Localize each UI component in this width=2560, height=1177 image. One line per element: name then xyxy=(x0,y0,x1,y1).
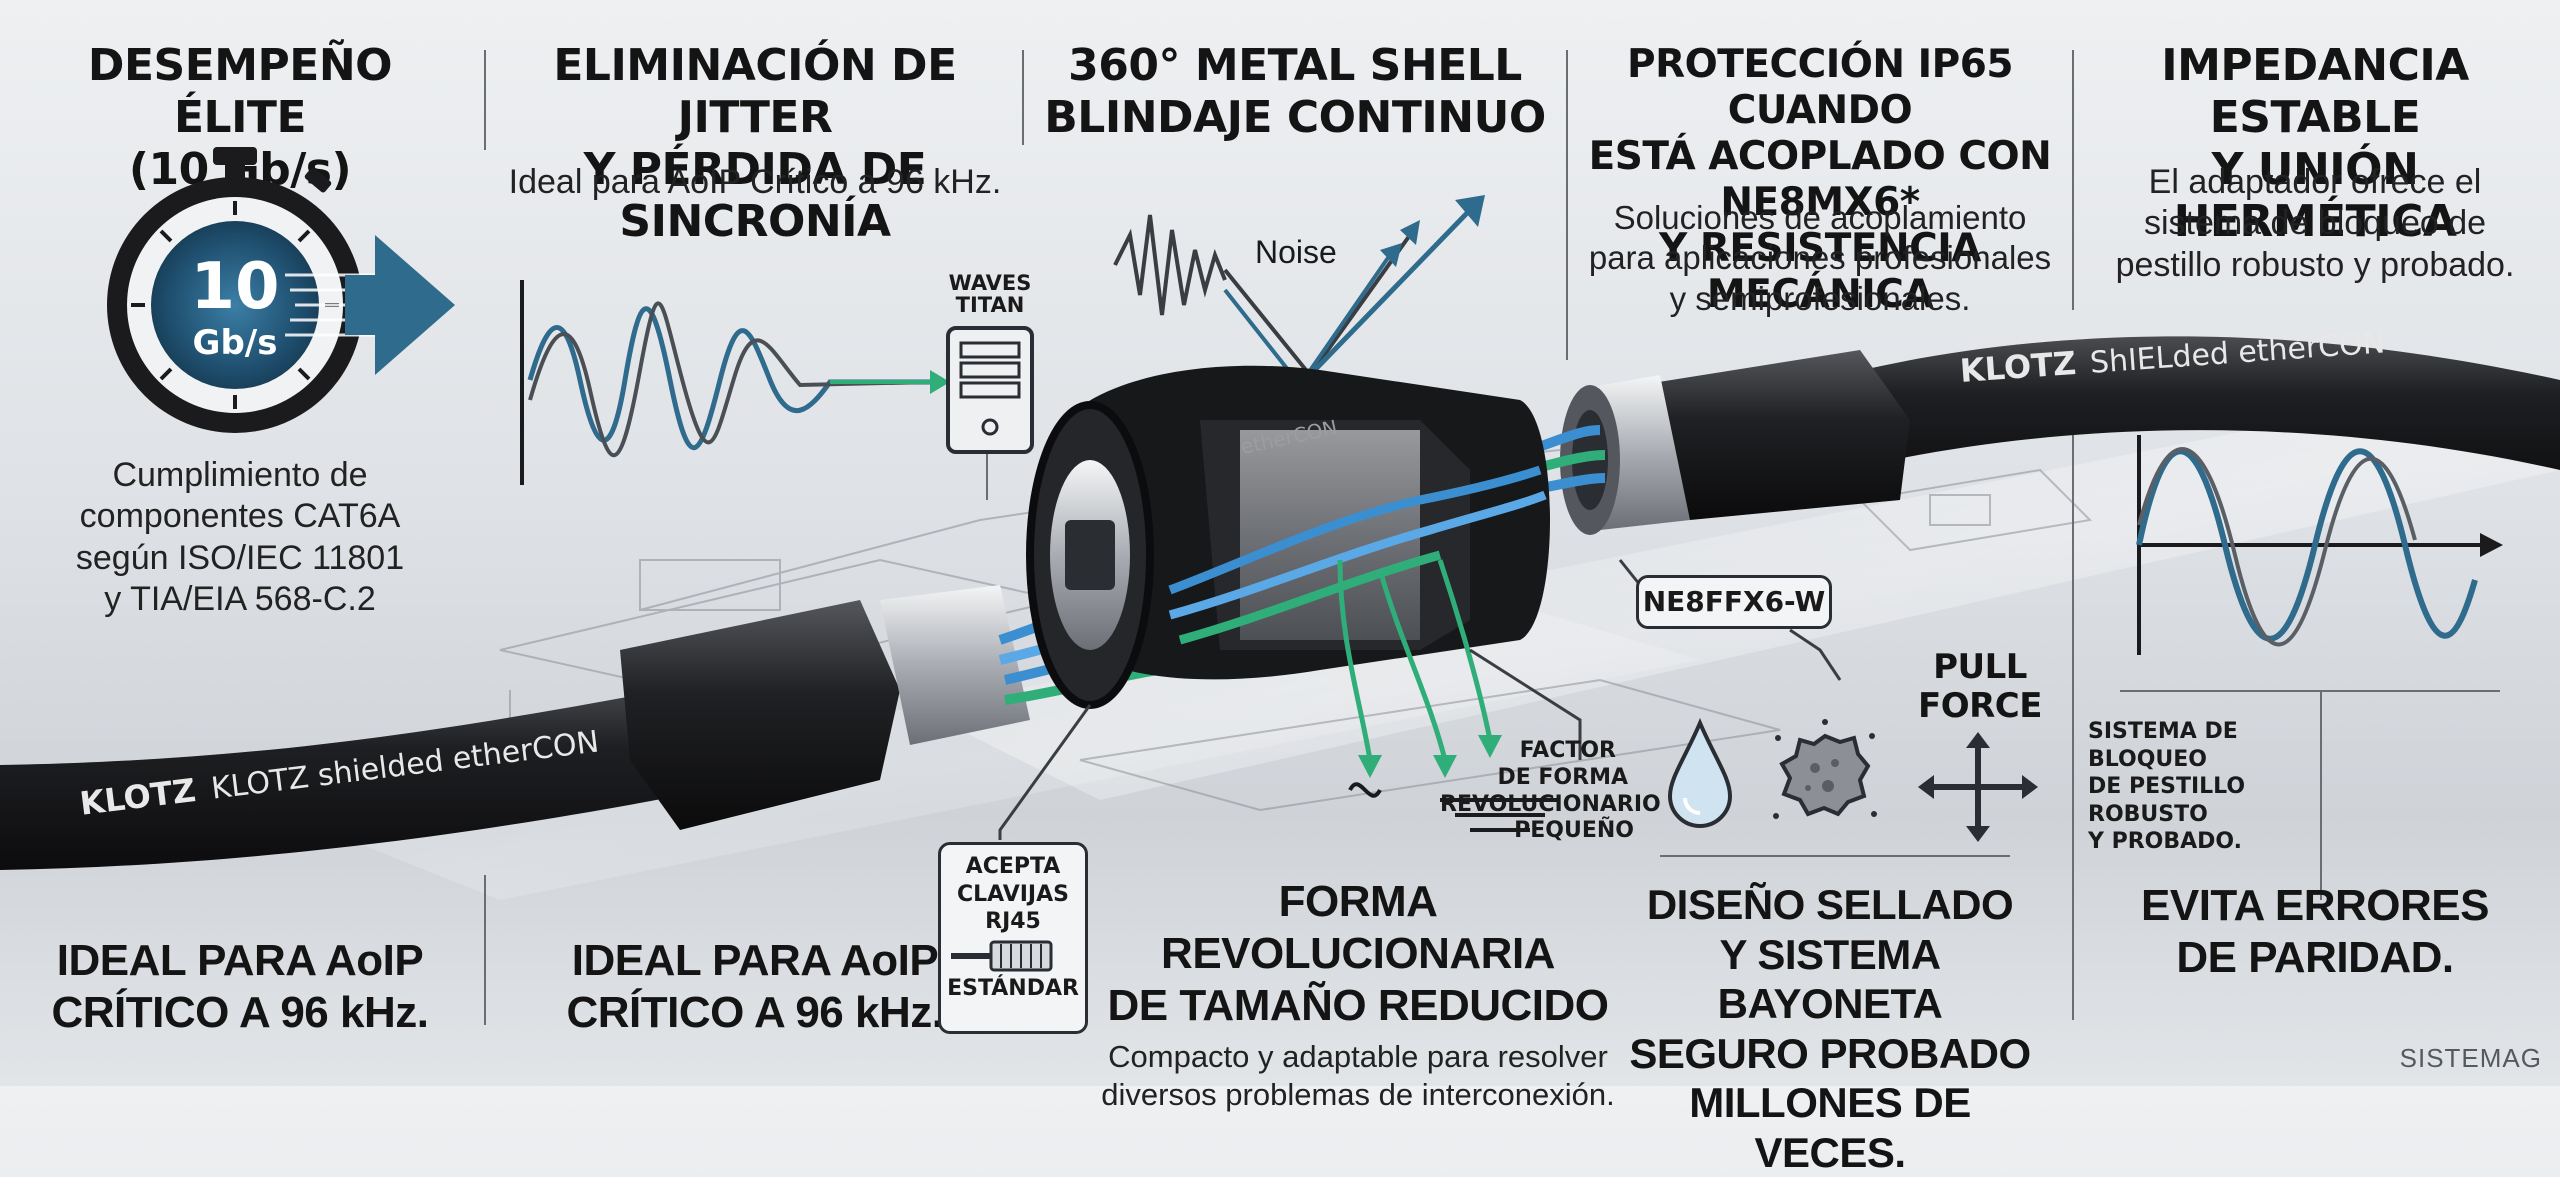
device-label-line1: WAVES xyxy=(948,271,1032,295)
col1-desc-line4: y TIA/EIA 568-C.2 xyxy=(104,580,376,619)
col1-desc-line3: según ISO/IEC 11801 xyxy=(75,538,405,577)
col4-title-line3: Y RESISTENCIA MECÁNICA xyxy=(1659,226,1981,318)
form-title-line1: FORMA REVOLUCIONARIA xyxy=(1161,877,1555,978)
device-label: WAVES TITAN xyxy=(935,272,1045,316)
col2-subtitle: Ideal para AoIP Crítico a 96 kHz. xyxy=(508,163,1002,201)
pull-force-label: PULL FORCE xyxy=(1900,647,2060,727)
factor-line4: PEQUEÑO xyxy=(1514,818,1634,844)
divider xyxy=(2072,50,2074,310)
form-section: FORMA REVOLUCIONARIA DE TAMAÑO REDUCIDO … xyxy=(1098,876,1618,1113)
col5-description: El adaptador ofrece el sistema de bloque… xyxy=(2085,162,2545,286)
col2-bottom-line1: IDEAL PARA AoIP xyxy=(571,936,939,985)
col2-title-line2: Y PÉRDIDA DE SINCRONÍA xyxy=(583,143,927,247)
sealed-line2: Y SISTEMA BAYONETA xyxy=(1717,930,1943,1028)
col5-title-line1: IMPEDANCIA ESTABLE xyxy=(2161,40,2469,143)
col5-title-line2: Y UNIÓN HERMÉTICA xyxy=(2173,143,2457,247)
col2-bottom-title: IDEAL PARA AoIP CRÍTICO A 96 kHz. xyxy=(520,935,990,1039)
col5-bottom-title: EVITA ERRORES DE PARIDAD. xyxy=(2090,880,2540,984)
col4-desc-line1: Soluciones de acoplamiento xyxy=(1613,199,2027,236)
col4-desc-line3: y semiprofesionales. xyxy=(1669,279,1971,317)
col2-title: ELIMINACIÓN DE JITTER Y PÉRDIDA DE SINCR… xyxy=(500,40,1010,248)
col4-title-line2: ESTÁ ACOPLADO CON NE8MX6* xyxy=(1588,134,2052,226)
sealed-line4: MILLONES DE VECES. xyxy=(1689,1079,1971,1176)
model-badge: NE8FFX6-W xyxy=(1636,575,1832,629)
watermark: SISTEMAG xyxy=(2399,1043,2542,1073)
factor-label: FACTOR DE FORMA REVOLUCIONARIO PEQUEÑO xyxy=(1440,738,1661,845)
jitter-waveform xyxy=(520,280,950,485)
col1-title-line1: DESEMPEÑO ÉLITE xyxy=(87,40,393,143)
col1-bottom-line2: CRÍTICO A 96 kHz. xyxy=(51,987,429,1037)
rj45-line2: CLAVIJAS xyxy=(957,881,1069,907)
lock-line1: SISTEMA DE xyxy=(2088,719,2238,744)
lock-line3: DE PESTILLO xyxy=(2088,774,2246,799)
form-desc-line2: diversos problemas de interconexión. xyxy=(1101,1076,1615,1112)
lock-line2: BLOQUEO xyxy=(2088,746,2208,772)
col1-desc-line1: Cumplimiento de xyxy=(112,456,368,494)
divider xyxy=(2320,690,2322,900)
divider xyxy=(1660,855,2010,857)
divider xyxy=(484,875,486,1025)
rj45-line4: ESTÁNDAR xyxy=(947,975,1079,1001)
form-title-line2: DE TAMAÑO REDUCIDO xyxy=(1107,980,1609,1030)
col4-desc-line2: para aplicaciones profesionales xyxy=(1588,239,2052,277)
lock-system-label: SISTEMA DE BLOQUEO DE PESTILLO ROBUSTO Y… xyxy=(2088,718,2288,856)
col1-bottom-title: IDEAL PARA AoIP CRÍTICO A 96 kHz. xyxy=(40,935,440,1039)
col1-desc-line2: componentes CAT6A xyxy=(79,497,401,536)
gauge-unit: Gb/s xyxy=(192,323,278,363)
rj45-line1: ACEPTA xyxy=(965,854,1061,879)
col4-title: PROTECCIÓN IP65 CUANDO ESTÁ ACOPLADO CON… xyxy=(1560,42,2080,318)
divider xyxy=(1566,50,1568,360)
form-desc-line1: Compacto y adaptable para resolver xyxy=(1108,1038,1608,1074)
sealed-title: DISEÑO SELLADO Y SISTEMA BAYONETA SEGURO… xyxy=(1610,880,2050,1177)
col3-title-line2: BLINDAJE CONTINUO xyxy=(1044,91,1546,143)
col5-bottom-line2: DE PARIDAD. xyxy=(2176,932,2454,982)
col5-desc-line1: El adaptador ofrece el xyxy=(2148,163,2482,201)
cable-brand-right: KLOTZ xyxy=(1958,343,2078,390)
col3-title-line1: 360° METAL SHELL xyxy=(1068,40,1522,91)
divider xyxy=(2072,420,2074,1020)
form-description: Compacto y adaptable para resolver diver… xyxy=(1098,1038,1618,1114)
col1-description: Cumplimiento de componentes CAT6A según … xyxy=(40,455,440,621)
move-arrows-icon xyxy=(1918,732,2038,842)
divider xyxy=(484,50,486,150)
noise-label: Noise xyxy=(1255,234,1337,270)
col5-bottom-line1: EVITA ERRORES xyxy=(2141,881,2490,930)
col2-title-line1: ELIMINACIÓN DE JITTER xyxy=(553,40,957,143)
pull-line2: FORCE xyxy=(1918,686,2043,727)
col5-title: IMPEDANCIA ESTABLE Y UNIÓN HERMÉTICA xyxy=(2085,40,2545,248)
stopwatch-icon xyxy=(107,147,455,433)
lock-line5: Y PROBADO. xyxy=(2088,829,2242,854)
factor-line3: REVOLUCIONARIO xyxy=(1440,791,1661,817)
col5-desc-line2: sistema de bloqueo de xyxy=(2143,204,2487,243)
water-drop-icon xyxy=(1667,718,1733,828)
pull-line1: PULL xyxy=(1933,647,2027,687)
factor-line2: DE FORMA xyxy=(1497,764,1628,790)
server-icon xyxy=(946,326,1034,454)
rj45-line3: RJ45 xyxy=(985,909,1041,934)
col3-title: 360° METAL SHELL BLINDAJE CONTINUO xyxy=(1040,40,1550,144)
col4-title-line1: PROTECCIÓN IP65 CUANDO xyxy=(1626,42,2014,134)
col1-bottom-line1: IDEAL PARA AoIP xyxy=(56,936,424,985)
sine-wave-graph xyxy=(2136,435,2503,655)
sealed-line3: SEGURO PROBADO xyxy=(1629,1029,2031,1077)
dust-particle-icon xyxy=(1773,719,1877,819)
divider xyxy=(1022,50,1024,145)
device-label-line2: TITAN xyxy=(955,293,1025,318)
rj45-badge: ACEPTA CLAVIJAS RJ45 ESTÁNDAR xyxy=(938,842,1088,1034)
model-badge-text: NE8FFX6-W xyxy=(1642,585,1826,618)
col4-description: Soluciones de acoplamiento para aplicaci… xyxy=(1560,198,2080,319)
col2-bottom-line2: CRÍTICO A 96 kHz. xyxy=(566,987,944,1037)
form-title: FORMA REVOLUCIONARIA DE TAMAÑO REDUCIDO xyxy=(1098,876,1618,1032)
factor-line1: FACTOR xyxy=(1519,738,1616,763)
col5-desc-line3: pestillo robusto y probado. xyxy=(2115,245,2515,284)
sealed-line1: DISEÑO SELLADO xyxy=(1646,881,2014,928)
divider xyxy=(2120,690,2500,692)
gauge-number: 10 xyxy=(190,250,280,324)
product-illustration xyxy=(0,336,2560,870)
lock-line4: ROBUSTO xyxy=(2088,801,2208,827)
rj45-plug-icon xyxy=(951,940,1053,971)
